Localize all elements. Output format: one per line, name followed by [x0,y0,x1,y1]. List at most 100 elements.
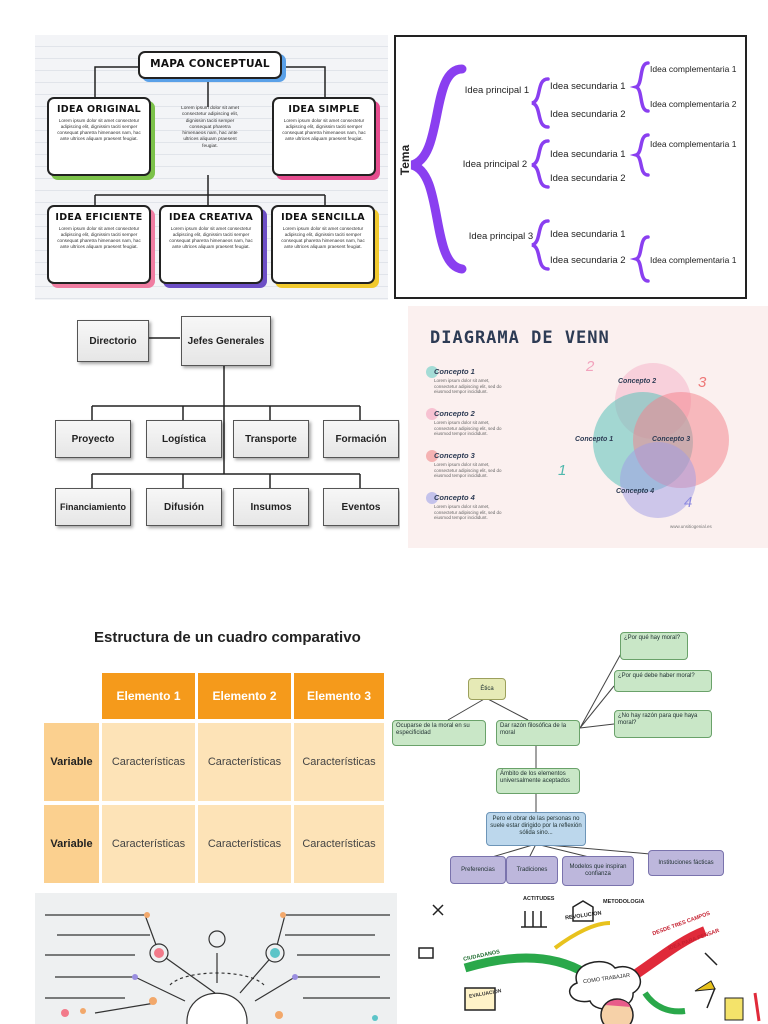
ethics-node-center: Dar razón filosófica de la moral [496,720,580,746]
tema-label: Tema [398,144,413,176]
concept-box-text: Lorem ipsum dolor sit amet consectetur a… [57,118,141,141]
venn-number: 2 [586,358,595,375]
sketchnote-panel: CIUDADANOS REVOLUCION ACTITUDES METODOLO… [405,893,768,1024]
concept-map-panel: MAPA CONCEPTUAL Lorem ipsum dolor sit am… [35,35,388,300]
comparison-table-panel: Estructura de un cuadro comparativo Elem… [40,625,395,887]
concept-box-simple: IDEA SIMPLE Lorem ipsum dolor sit amet c… [272,97,376,176]
org-node-directorio: Directorio [77,320,149,362]
venn-number: 3 [698,374,707,391]
table-cell: Características [294,723,384,801]
idea-secundaria: Idea secundaria 2 [550,173,626,184]
ethics-question: ¿Por qué hay moral? [620,632,688,660]
org-node: Financiamiento [55,488,131,526]
ethics-node-ambito: Ámbito de los elementos universalmente a… [496,768,580,794]
table-title: Estructura de un cuadro comparativo [94,629,361,646]
org-chart-panel: Directorio Jefes Generales Proyecto Logí… [35,306,400,534]
table-row-label: Variable [44,805,99,883]
idea-secundaria: Idea secundaria 1 [550,81,626,92]
venn-number: 4 [684,494,693,511]
idea-secundaria: Idea secundaria 1 [550,229,626,240]
legend-concept: Concepto 4 [434,493,475,502]
legend-dot [426,492,438,504]
ethics-node-obrar: Pero el obrar de las personas no suele e… [486,812,586,846]
org-node-jefes: Jefes Generales [181,316,271,366]
legend-desc: Lorem ipsum dolor sit amet, consectetur … [434,378,502,394]
ethics-question: ¿Por qué debe haber moral? [614,670,712,692]
concept-map-title: MAPA CONCEPTUAL [150,58,270,70]
legend-desc: Lorem ipsum dolor sit amet, consectetur … [434,462,502,478]
concept-box-text: Lorem ipsum dolor sit amet consectetur a… [282,118,366,141]
venn-number: 1 [558,462,567,479]
ethics-root: Ética [468,678,506,700]
org-node: Eventos [323,488,399,526]
ethics-question: ¿No hay razón para que haya moral? [614,710,712,738]
ethics-leaf: Preferencias [450,856,506,884]
legend-concept: Concepto 3 [434,451,475,460]
table-cell: Características [102,723,195,801]
ethics-leaf: Instituciones fácticas [648,850,724,876]
idea-principal-2: Idea principal 2 [462,159,528,170]
table-cell: Características [294,805,384,883]
venn-panel: DIAGRAMA DE VENN Concepto 1 Lorem ipsum … [408,306,768,548]
concept-box-creativa: IDEA CREATIVA Lorem ipsum dolor sit amet… [159,205,263,284]
org-node: Insumos [233,488,309,526]
org-node: Proyecto [55,420,131,458]
legend-dot [426,366,438,378]
org-chart-connectors [91,337,361,488]
mind-map-drawing [45,912,390,1024]
concept-box-text: Lorem ipsum dolor sit amet consectetur a… [57,226,141,249]
sketchnote-drawing [418,900,761,1024]
idea-complementaria: Idea complementaria 2 [650,99,737,109]
idea-principal-1: Idea principal 1 [464,85,530,96]
ethics-leaf: Tradiciones [506,856,558,884]
table-header: Elemento 2 [198,673,291,719]
ethics-node-left: Ocuparse de la moral en su especificidad [392,720,486,746]
legend-concept: Concepto 1 [434,367,475,376]
mind-map-panel [35,893,397,1024]
concept-box-title: IDEA CREATIVA [169,212,253,223]
idea-secundaria: Idea secundaria 1 [550,149,626,160]
table-header: Elemento 3 [294,673,384,719]
org-node: Difusión [146,488,222,526]
legend-concept: Concepto 2 [434,409,475,418]
legend-dot [426,408,438,420]
concept-map-center-text: Lorem ipsum dolor sit amet consectetur a… [181,106,239,149]
idea-secundaria: Idea secundaria 2 [550,109,626,120]
legend-desc: Lorem ipsum dolor sit amet, consectetur … [434,420,502,436]
table-row-label: Variable [44,723,99,801]
venn-title: DIAGRAMA DE VENN [430,328,610,348]
org-node: Transporte [233,420,309,458]
idea-complementaria: Idea complementaria 1 [650,255,737,265]
concept-box-text: Lorem ipsum dolor sit amet consectetur a… [281,226,365,249]
idea-complementaria: Idea complementaria 1 [650,139,737,149]
org-node: Formación [323,420,399,458]
concept-box-title: IDEA ORIGINAL [56,104,142,115]
concept-map-connectors [94,66,326,207]
venn-label: Concepto 4 [616,488,655,495]
venn-label: Concepto 2 [618,378,657,385]
idea-complementaria: Idea complementaria 1 [650,64,737,74]
concept-box-title: IDEA SENCILLA [281,212,365,223]
concept-map-title-box: MAPA CONCEPTUAL [138,51,282,79]
concept-box-text: Lorem ipsum dolor sit amet consectetur a… [169,226,253,249]
legend-desc: Lorem ipsum dolor sit amet, consectetur … [434,504,502,520]
venn-label: Concepto 1 [575,436,614,443]
brace-diagram-panel: Tema Idea principal 1 Idea principal 2 I… [394,35,747,299]
venn-footer: www.unsitiogenial.es [670,524,712,529]
table-cell: Características [198,805,291,883]
venn-circles [593,363,729,518]
ethics-leaf: Modelos que inspiran confianza [562,856,634,886]
sketch-label: METODOLOGIA [603,899,645,905]
sketch-label: ACTITUDES [523,896,555,902]
table-cell: Características [102,805,195,883]
concept-box-eficiente: IDEA EFICIENTE Lorem ipsum dolor sit ame… [47,205,151,284]
venn-label: Concepto 3 [652,436,691,443]
concept-box-title: IDEA SIMPLE [288,104,360,115]
concept-box-title: IDEA EFICIENTE [55,212,143,223]
legend-dot [426,450,438,462]
table-cell: Características [198,723,291,801]
idea-principal-3: Idea principal 3 [468,231,534,242]
ethics-map-panel: Ética Ocuparse de la moral en su especif… [388,628,768,890]
org-node: Logística [146,420,222,458]
table-header: Elemento 1 [102,673,195,719]
